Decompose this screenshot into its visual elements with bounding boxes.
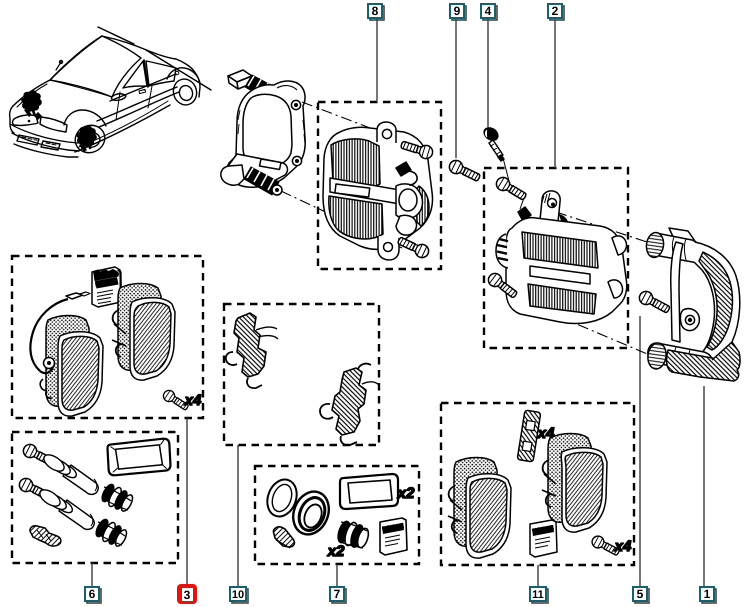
svg-text:5: 5 — [637, 587, 644, 601]
svg-text:NOTICE: NOTICE — [382, 523, 404, 533]
svg-text:x2: x2 — [397, 485, 415, 502]
svg-text:9: 9 — [454, 4, 461, 18]
svg-text:x2: x2 — [327, 543, 345, 560]
svg-text:x4: x4 — [614, 538, 632, 555]
svg-text:8: 8 — [372, 4, 379, 18]
svg-text:NOTICE: NOTICE — [532, 525, 554, 535]
svg-text:10: 10 — [232, 589, 244, 601]
svg-text:4: 4 — [485, 4, 492, 18]
svg-text:3: 3 — [184, 588, 191, 602]
svg-text:x4: x4 — [184, 392, 202, 409]
svg-text:2: 2 — [552, 4, 559, 18]
svg-text:1: 1 — [704, 587, 711, 601]
svg-text:NOTICE: NOTICE — [95, 278, 117, 288]
svg-text:6: 6 — [89, 587, 96, 601]
svg-text:7: 7 — [334, 587, 341, 601]
svg-text:11: 11 — [532, 589, 544, 601]
